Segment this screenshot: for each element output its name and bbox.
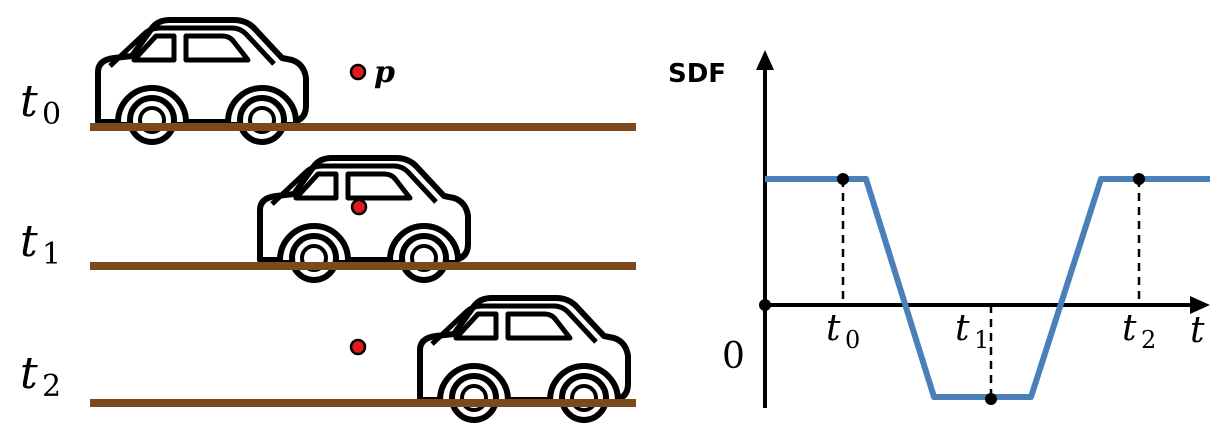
origin-label: 0 xyxy=(722,336,745,377)
tick-sub-t0: 0 xyxy=(845,326,860,354)
sdf-curve xyxy=(765,176,1210,400)
ground-line xyxy=(90,399,636,407)
time-sub-t2: 2 xyxy=(42,369,61,404)
row-t1: t 1 xyxy=(20,158,636,280)
ground-line xyxy=(90,123,636,131)
y-axis-arrow xyxy=(756,50,774,70)
time-sub-t1: 1 xyxy=(42,237,61,272)
row-t2: t 2 xyxy=(20,298,636,420)
origin-dot xyxy=(759,299,771,311)
tick-sub-t1: 1 xyxy=(974,326,989,354)
car-icon xyxy=(260,158,468,280)
x-axis-label: t xyxy=(1190,310,1205,351)
tick-label-t0: t xyxy=(826,308,841,349)
sdf-graph: SDF t 0 t 0 t 1 t 2 xyxy=(668,50,1210,408)
t2-sample-dot xyxy=(1133,173,1145,185)
query-point xyxy=(350,198,368,216)
query-point xyxy=(349,63,367,81)
t1-sample-dot xyxy=(985,393,997,405)
tick-label-t1: t xyxy=(955,308,970,349)
time-label-t0: t xyxy=(20,76,38,127)
y-axis-label: SDF xyxy=(668,59,726,89)
tick-label-t2: t xyxy=(1122,308,1137,349)
point-label: p xyxy=(374,55,395,90)
row-t0: t 0 p xyxy=(20,20,636,142)
time-label-t1: t xyxy=(20,216,38,267)
left-panel: t 0 p t 1 t 2 xyxy=(20,20,636,420)
x-axis-arrow xyxy=(1190,296,1210,314)
tick-sub-t2: 2 xyxy=(1141,326,1156,354)
ground-line xyxy=(90,262,636,270)
time-sub-t0: 0 xyxy=(42,97,61,132)
t0-sample-dot xyxy=(837,173,849,185)
query-point xyxy=(349,338,367,356)
time-label-t2: t xyxy=(20,348,38,399)
